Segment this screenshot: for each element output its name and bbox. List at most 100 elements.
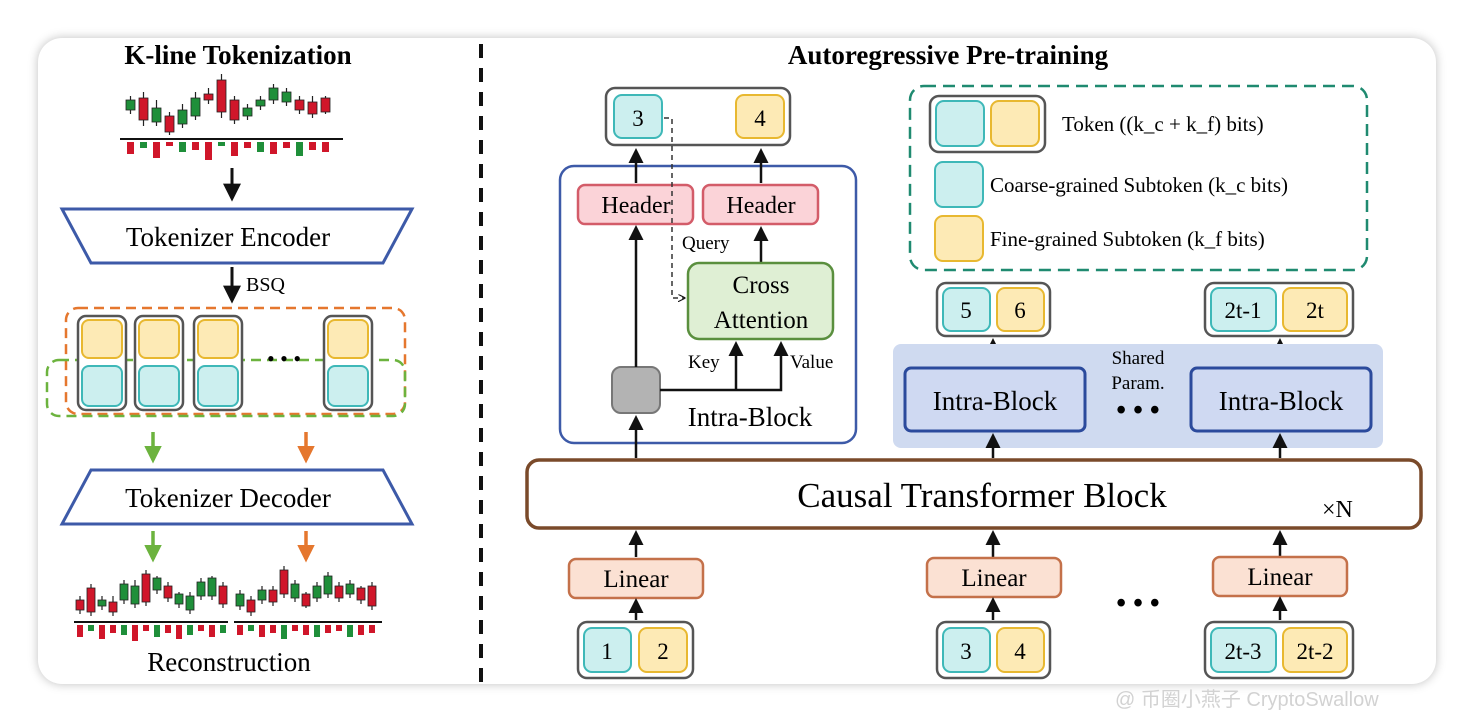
subtoken-fine <box>1282 627 1348 673</box>
coarse-subtoken <box>327 365 369 407</box>
candlestick <box>356 587 366 601</box>
header-box-1 <box>576 183 695 226</box>
coarse-subtoken <box>138 365 180 407</box>
coarse-subtoken <box>197 365 239 407</box>
volume-bar <box>121 625 127 635</box>
volume-bar <box>187 625 193 635</box>
volume-bar <box>336 625 342 631</box>
candlestick <box>216 79 227 113</box>
volume-bar <box>166 142 173 146</box>
fine-subtoken <box>138 319 180 359</box>
candlestick <box>242 107 253 117</box>
legend-fine-icon <box>934 215 984 262</box>
dashed-feedback-arrow <box>664 117 684 298</box>
candlestick <box>257 589 267 601</box>
candlestick <box>218 585 228 605</box>
candlestick <box>108 601 118 613</box>
kline-chart-input <box>125 74 331 160</box>
causal-transformer-block <box>525 458 1423 530</box>
watermark: @ 币圈小燕子 CryptoSwallow <box>1115 689 1379 711</box>
candlestick <box>151 107 162 123</box>
output-subtoken-a: 3 <box>632 106 644 131</box>
cross-attention-box <box>686 261 835 341</box>
legend-fine-label: Fine-grained Subtoken (k_f bits) <box>990 227 1265 251</box>
volume-bar <box>176 625 182 639</box>
volume-bar <box>198 625 204 631</box>
candlestick <box>141 573 151 603</box>
token-stack <box>76 314 374 412</box>
cross-attention-line2: Attention <box>714 307 809 334</box>
volume-bar <box>143 625 149 631</box>
arrow-value <box>660 341 789 392</box>
volume-bar <box>325 625 331 633</box>
volume-bar <box>347 625 353 637</box>
volume-bar <box>296 142 303 156</box>
left-title: K-line Tokenization <box>124 40 351 70</box>
input2-a: 3 <box>960 639 972 664</box>
volume-bar <box>220 625 226 633</box>
linear-label-3: Linear <box>1247 564 1313 591</box>
intra-block-t-label: Intra-Block <box>1219 386 1344 416</box>
volume-bar <box>140 142 147 148</box>
volume-bar <box>369 625 375 633</box>
volume-bar <box>322 142 329 152</box>
volume-bar <box>153 142 160 158</box>
intra-block-detail-label: Intra-Block <box>688 402 813 432</box>
candlestick <box>75 599 85 611</box>
header-box-2 <box>701 183 820 226</box>
tokenizer-decoder-box <box>59 468 415 526</box>
candlestick <box>163 585 173 599</box>
volume-bar <box>292 625 298 631</box>
shared-param-line1: Shared <box>1112 348 1165 369</box>
volume-bar <box>218 142 225 146</box>
linears-ellipsis: • • • <box>1116 588 1159 619</box>
candlestick <box>97 599 107 607</box>
candlestick <box>164 115 175 133</box>
volume-bar <box>127 142 134 154</box>
candlestick <box>268 87 279 101</box>
volume-bar <box>192 142 199 150</box>
subtoken-coarse <box>613 94 663 139</box>
hidden-state-node <box>611 366 661 414</box>
volume-bar <box>77 625 83 637</box>
subtoken-coarse <box>583 627 632 673</box>
volume-bar <box>303 625 309 635</box>
fine-subtoken <box>81 319 123 359</box>
legend-token-fine <box>990 100 1040 147</box>
coarse-subtoken <box>81 365 123 407</box>
volume-bar <box>283 142 290 148</box>
volume-bar <box>209 625 215 637</box>
volume-bar <box>237 625 243 635</box>
blockt-out-b: 2t <box>1306 298 1325 323</box>
candlestick <box>367 585 377 607</box>
candlestick <box>125 99 136 111</box>
subtoken-coarse <box>942 287 991 332</box>
candlestick <box>281 91 292 103</box>
candlestick <box>119 583 129 601</box>
subtoken-fine <box>996 627 1045 673</box>
candlestick <box>290 583 300 599</box>
volume-bar <box>154 625 160 637</box>
subtoken-fine <box>1282 287 1348 332</box>
candlestick <box>301 593 311 607</box>
candlestick <box>268 589 278 603</box>
volume-bar <box>314 625 320 637</box>
candlestick <box>86 587 96 613</box>
subtoken-fine <box>735 94 785 139</box>
times-n-label: ×N <box>1322 497 1353 523</box>
kline-chart-reconstruction-coarse <box>75 570 228 641</box>
candlestick <box>138 97 149 121</box>
volume-bar <box>248 625 254 631</box>
linear-label-2: Linear <box>961 565 1027 592</box>
candlestick <box>307 101 318 115</box>
legend-token-coarse <box>935 100 985 147</box>
intra-block-1-label: Intra-Block <box>933 386 1058 416</box>
volume-bar <box>110 625 116 633</box>
candlestick <box>246 599 256 613</box>
legend-coarse-label: Coarse-grained Subtoken (k_c bits) <box>990 173 1288 197</box>
volume-bar <box>132 625 138 641</box>
query-label: Query <box>682 233 730 254</box>
legend-token-label: Token ((k_c + k_f) bits) <box>1062 112 1264 136</box>
candlestick <box>130 585 140 605</box>
